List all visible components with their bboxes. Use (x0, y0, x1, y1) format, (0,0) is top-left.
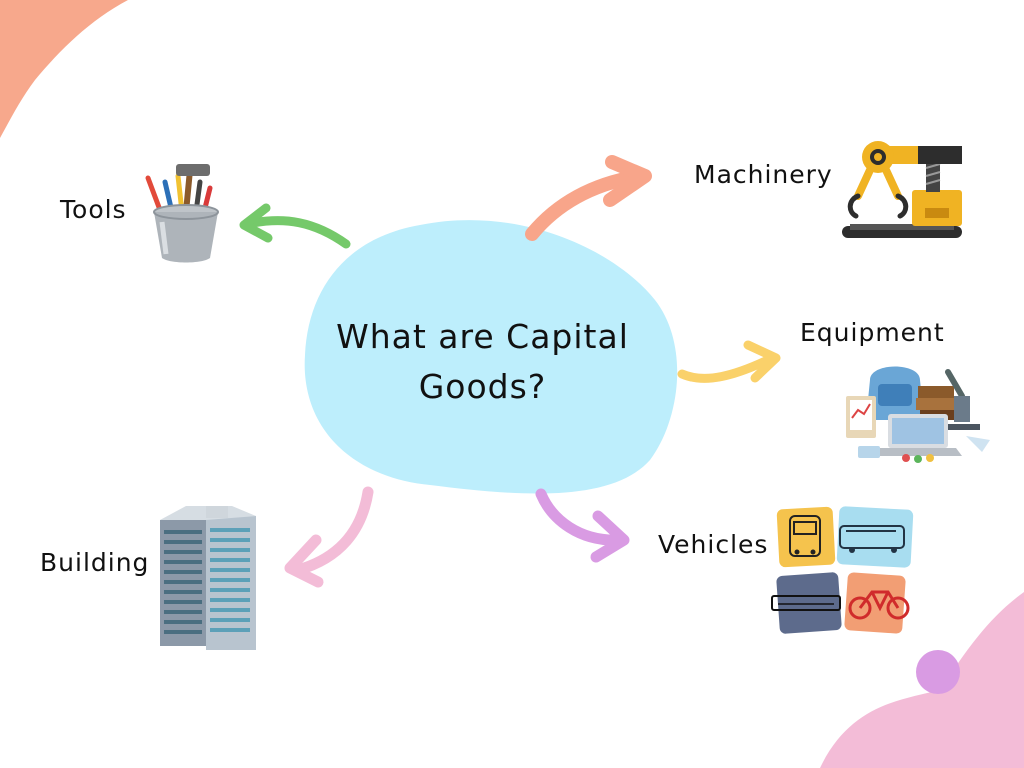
arrow-vehicles (535, 488, 630, 563)
arrow-tools (239, 203, 351, 249)
vehicles-icon (771, 506, 914, 634)
arrow-machinery (525, 155, 652, 241)
building-icon (160, 506, 256, 650)
center-blob (304, 220, 678, 494)
arrow-equipment (677, 340, 781, 383)
node-label-vehicles: Vehicles (658, 530, 769, 559)
decor-blob-bottom-right (820, 592, 1024, 768)
equipment-icon (846, 366, 990, 463)
node-label-equipment: Equipment (800, 318, 945, 347)
arrow-building (284, 486, 374, 588)
decor-blob-top-left (0, 0, 128, 138)
node-label-building: Building (40, 548, 150, 577)
decor-dot (916, 650, 960, 694)
node-label-tools: Tools (60, 195, 127, 224)
tools-bucket-icon (145, 164, 219, 263)
node-label-machinery: Machinery (694, 160, 833, 189)
center-title: What are Capital Goods? (336, 317, 629, 406)
robotic-arm-icon (842, 141, 962, 238)
